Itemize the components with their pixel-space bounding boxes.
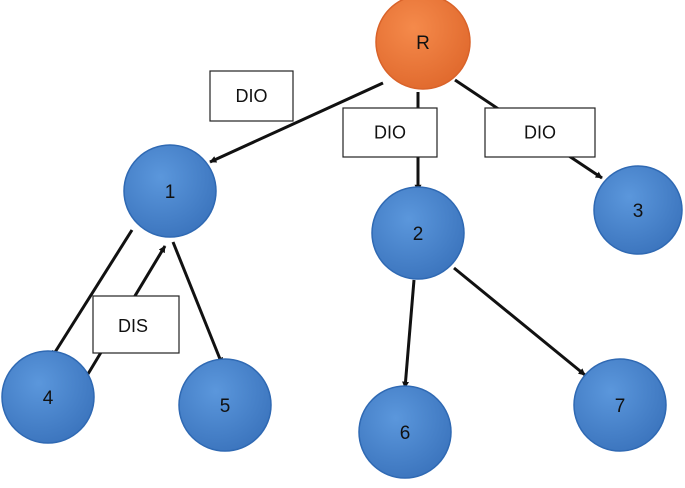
- edge-2-to-7: [453, 266, 586, 377]
- node-4: 4: [1, 350, 95, 444]
- node-6: 6: [358, 385, 452, 479]
- edge-label-rect: [92, 295, 180, 354]
- edge-label-rect: [209, 70, 294, 122]
- edge-label-rect: [342, 107, 438, 158]
- edge-1-to-4: [50, 229, 134, 358]
- edge-label-box-4-1: DIS: [92, 295, 180, 354]
- node-circle: [371, 186, 465, 280]
- edge-label-text: DIS: [118, 316, 148, 336]
- node-label: 7: [615, 396, 626, 417]
- node-1: 1: [123, 144, 217, 238]
- edge-label-text: DIO: [524, 123, 556, 143]
- node-label: R: [416, 33, 430, 54]
- node-circle: [123, 144, 217, 238]
- node-circle: [1, 350, 95, 444]
- edge-label-box-R-3: DIO: [484, 107, 596, 158]
- node-label: 1: [165, 182, 176, 203]
- node-circle: [178, 358, 272, 452]
- node-2: 2: [371, 186, 465, 280]
- node-5: 5: [178, 358, 272, 452]
- node-circle: [593, 165, 683, 255]
- node-7: 7: [573, 358, 667, 452]
- node-label: 3: [633, 201, 644, 222]
- node-label: 4: [43, 388, 54, 409]
- edge-label-box-R-2: DIO: [342, 107, 438, 158]
- node-circle: [375, 0, 471, 90]
- edge-R-to-1: [209, 81, 384, 164]
- node-circle: [358, 385, 452, 479]
- edge-labels-layer: DIO DIO DIO DIS: [92, 70, 596, 354]
- node-label: 2: [413, 224, 424, 245]
- node-label: 6: [400, 423, 411, 444]
- edge-label-text: DIO: [374, 123, 406, 143]
- node-root: R: [375, 0, 471, 90]
- edge-2-to-6: [402, 279, 416, 389]
- edge-1-to-5: [171, 241, 224, 365]
- edge-label-box-R-1: DIO: [209, 70, 294, 122]
- node-3: 3: [593, 165, 683, 255]
- nodes-layer: R 1 2 3 4 5 6 7: [1, 0, 683, 479]
- edge-label-text: DIO: [235, 86, 267, 106]
- node-circle: [573, 358, 667, 452]
- edge-label-rect: [484, 107, 596, 158]
- node-label: 5: [220, 396, 231, 417]
